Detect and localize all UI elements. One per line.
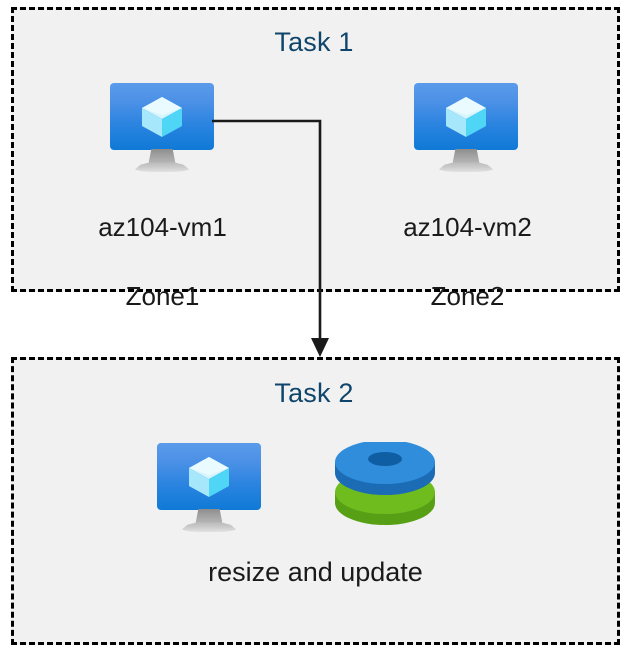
- virtual-machine-icon-vm3[interactable]: [157, 443, 261, 532]
- task-2-caption: resize and update: [208, 557, 423, 587]
- vm2-name: az104-vm2: [403, 212, 532, 243]
- task-group-task-2: [11, 357, 620, 645]
- vm1-name: az104-vm1: [98, 212, 227, 243]
- vm-monitor-base: [132, 162, 192, 172]
- vm1-zone: Zone1: [125, 280, 200, 311]
- managed-disks-icon[interactable]: [333, 442, 438, 527]
- vm-cube-glyph: [446, 97, 486, 137]
- vm-cube-glyph: [189, 457, 229, 497]
- vm-cube-glyph: [142, 97, 182, 137]
- vm-monitor-neck: [195, 509, 223, 526]
- virtual-machine-icon-vm2[interactable]: [414, 83, 518, 172]
- vm-monitor-neck: [452, 149, 480, 166]
- virtual-machine-icon-vm1[interactable]: [110, 83, 214, 172]
- vm-monitor-base: [436, 162, 496, 172]
- vm-monitor-base: [179, 522, 239, 532]
- task-2-title: Task 2: [274, 378, 354, 408]
- arrowhead-icon: [311, 338, 329, 357]
- vm2-zone: Zone2: [430, 280, 505, 311]
- vm-monitor-neck: [148, 149, 176, 166]
- task-1-title: Task 1: [274, 27, 354, 57]
- vm2-label: az104-vm2 Zone2: [360, 176, 575, 348]
- vm1-label: az104-vm1 Zone1: [55, 176, 270, 348]
